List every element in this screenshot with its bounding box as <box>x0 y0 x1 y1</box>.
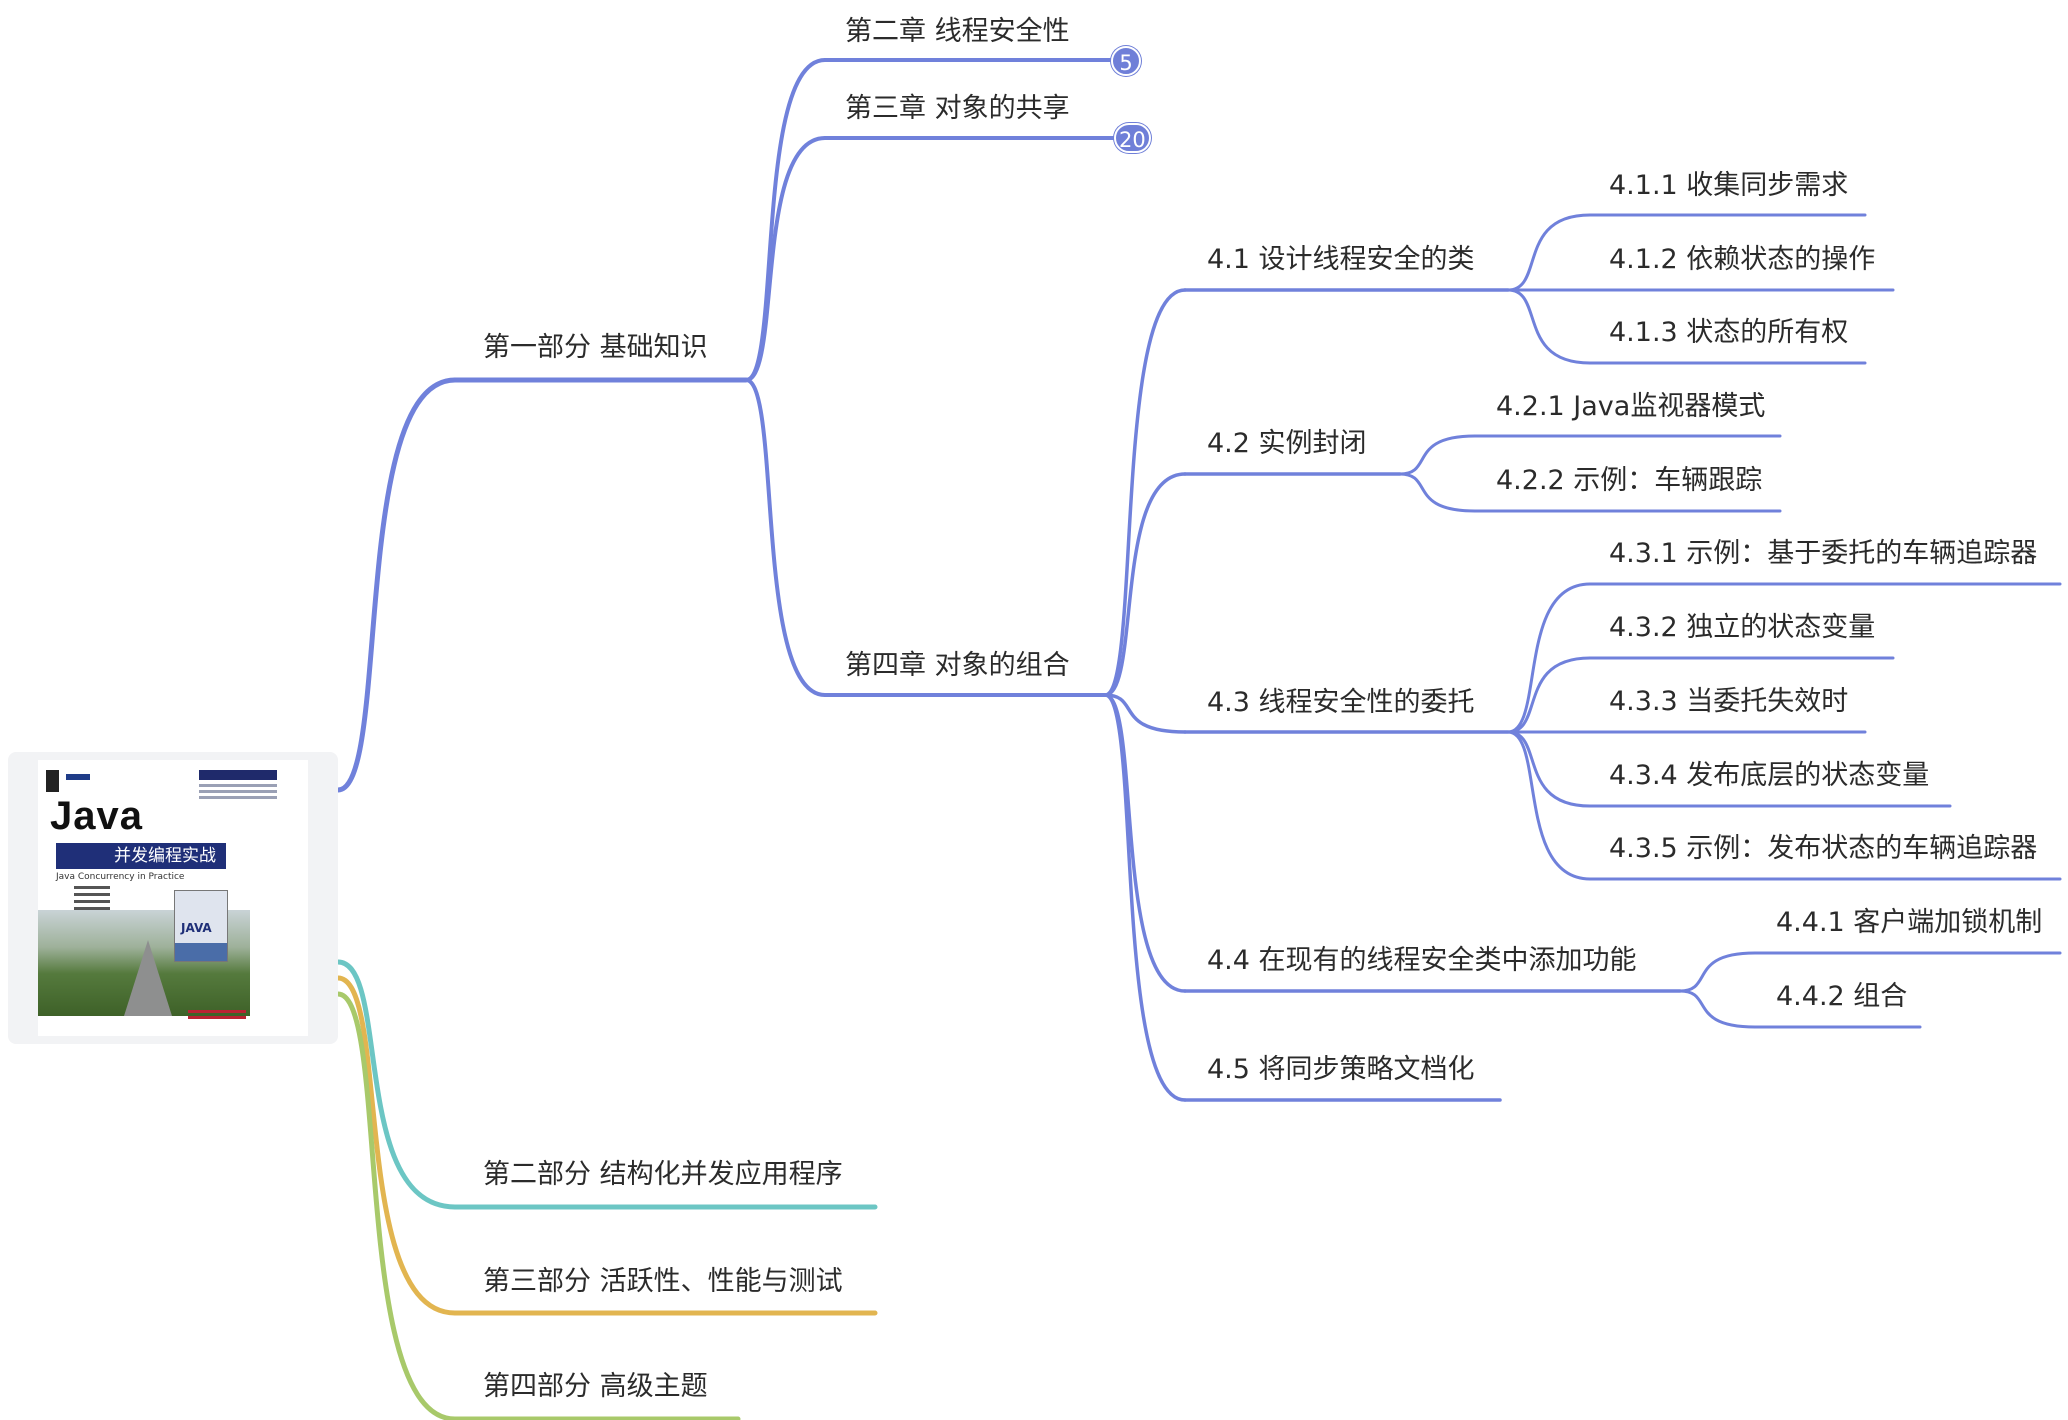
root-node[interactable]: Java 并发编程实战 Java Concurrency in Practice… <box>8 752 338 1044</box>
node-ch2[interactable]: 第二章 线程安全性 <box>845 16 1070 47</box>
node-4-3-5[interactable]: 4.3.5 示例：发布状态的车辆追踪器 <box>1609 833 2038 864</box>
node-4-4-2[interactable]: 4.4.2 组合 <box>1776 981 1908 1012</box>
cover-title: Java <box>50 794 143 838</box>
collapsed-count-badge[interactable]: 5 <box>1111 46 1141 76</box>
connector-root-part2 <box>335 959 458 1210</box>
connector-s44-1 <box>1678 989 1757 1029</box>
connector-s43-3 <box>1506 730 1592 808</box>
node-4-2-1[interactable]: 4.2.1 Java监视器模式 <box>1496 391 1766 422</box>
connector-root-part4 <box>335 991 458 1420</box>
cover-subtitle: 并发编程实战 <box>56 843 226 869</box>
node-s45[interactable]: 4.5 将同步策略文档化 <box>1207 1054 1475 1085</box>
node-4-3-2[interactable]: 4.3.2 独立的状态变量 <box>1609 612 1876 643</box>
mini-cover-title: JAVA <box>181 921 212 935</box>
node-4-3-4[interactable]: 4.3.4 发布底层的状态变量 <box>1609 760 1930 791</box>
connector-s43-0 <box>1506 582 1592 734</box>
connector-s44 <box>1103 693 1187 993</box>
mini-cover: JAVA <box>174 890 228 962</box>
cover-tag <box>66 774 90 780</box>
connector-s43-4 <box>1506 730 1592 881</box>
node-4-3-3[interactable]: 4.3.3 当委托失效时 <box>1609 686 1849 717</box>
node-ch4[interactable]: 第四章 对象的组合 <box>845 650 1070 681</box>
connector-ch2 <box>744 58 827 382</box>
node-ch3[interactable]: 第三章 对象的共享 <box>845 93 1070 124</box>
publisher-mark <box>188 1010 246 1022</box>
connector-s42-0 <box>1398 434 1477 476</box>
connector-s43 <box>1103 693 1187 734</box>
connector-s45 <box>1103 693 1187 1102</box>
collapsed-count-badge[interactable]: 20 <box>1114 123 1151 153</box>
node-4-2-2[interactable]: 4.2.2 示例：车辆跟踪 <box>1496 465 1763 496</box>
publisher-logo <box>46 770 59 792</box>
connector-s42-1 <box>1398 472 1477 513</box>
connector-ch3 <box>744 136 827 382</box>
node-part2[interactable]: 第二部分 结构化并发应用程序 <box>483 1159 843 1190</box>
cover-road <box>124 940 172 1016</box>
book-cover-image: Java 并发编程实战 Java Concurrency in Practice… <box>38 760 308 1036</box>
node-part3[interactable]: 第三部分 活跃性、性能与测试 <box>483 1266 843 1297</box>
node-4-3-1[interactable]: 4.3.1 示例：基于委托的车辆追踪器 <box>1609 538 2038 569</box>
connector-root-part3 <box>335 975 458 1316</box>
cover-series-banner <box>199 770 277 780</box>
node-4-1-1[interactable]: 4.1.1 收集同步需求 <box>1609 170 1849 201</box>
mini-cover-strip <box>175 943 227 961</box>
node-4-1-3[interactable]: 4.1.3 状态的所有权 <box>1609 317 1849 348</box>
node-part1[interactable]: 第一部分 基础知识 <box>483 332 708 363</box>
node-s44[interactable]: 4.4 在现有的线程安全类中添加功能 <box>1207 945 1637 976</box>
connector-s41-0 <box>1506 213 1592 292</box>
node-s41[interactable]: 4.1 设计线程安全的类 <box>1207 244 1475 275</box>
node-s43[interactable]: 4.3 线程安全性的委托 <box>1207 687 1475 718</box>
connector-ch4 <box>744 378 827 697</box>
connector-root-part1 <box>335 377 458 793</box>
connector-s44-0 <box>1678 951 1757 993</box>
cover-english-title: Java Concurrency in Practice <box>56 872 185 882</box>
connector-s41 <box>1103 288 1187 697</box>
node-s42[interactable]: 4.2 实例封闭 <box>1207 428 1367 459</box>
node-4-1-2[interactable]: 4.1.2 依赖状态的操作 <box>1609 244 1876 275</box>
cover-blurb <box>199 784 277 802</box>
connector-s42 <box>1103 472 1187 697</box>
connector-s41-2 <box>1506 288 1592 365</box>
connector-s43-1 <box>1506 656 1592 734</box>
node-4-4-1[interactable]: 4.4.1 客户端加锁机制 <box>1776 907 2043 938</box>
node-part4[interactable]: 第四部分 高级主题 <box>483 1371 708 1402</box>
